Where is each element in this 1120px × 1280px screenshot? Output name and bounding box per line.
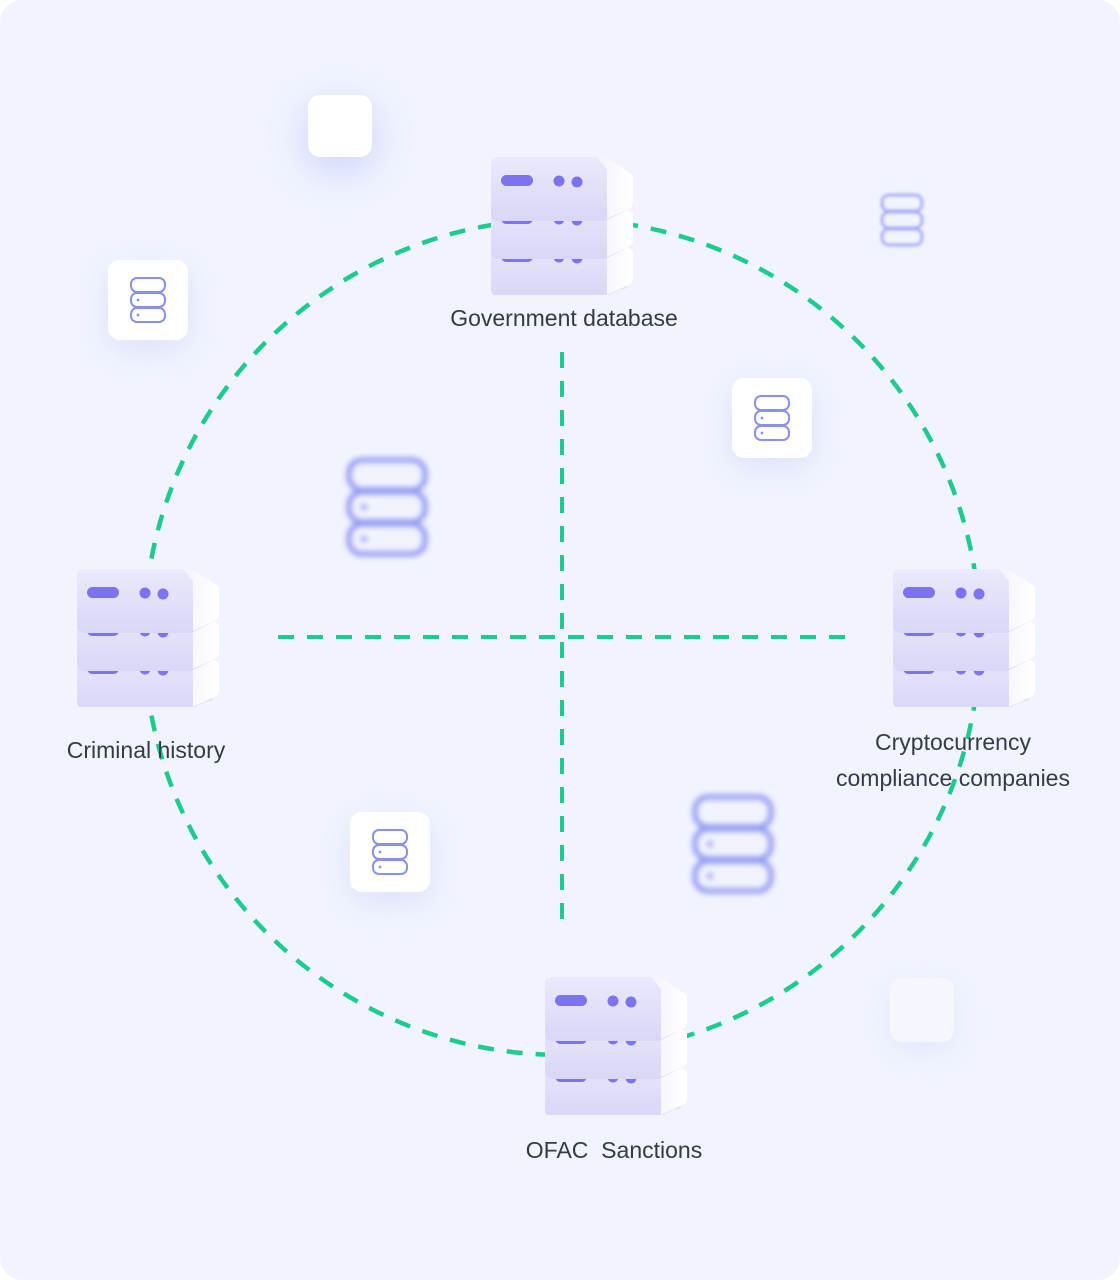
database-icon bbox=[372, 829, 408, 875]
node-label-ofac-sanctions: OFAC Sanctions bbox=[525, 1137, 703, 1163]
node-label-government-database: Government database bbox=[450, 305, 678, 331]
blank-tile-top-left bbox=[308, 95, 372, 157]
node-label-criminal-history: Criminal history bbox=[66, 737, 226, 763]
node-label-compliance-companies: compliance companies bbox=[836, 765, 1070, 791]
database-icon bbox=[346, 457, 428, 557]
database-icon bbox=[754, 395, 790, 441]
server-stack-icon bbox=[543, 975, 693, 1115]
database-icon bbox=[692, 794, 774, 894]
server-stack-icon bbox=[891, 567, 1041, 707]
outer-ring bbox=[141, 216, 983, 1058]
database-icon bbox=[880, 193, 924, 247]
database-tile-upper-right bbox=[732, 378, 812, 458]
database-tile-lower-left bbox=[350, 812, 430, 892]
node-label-cryptocurrency: Cryptocurrency bbox=[875, 729, 1031, 755]
server-stack-icon bbox=[489, 155, 639, 295]
database-tile-left bbox=[108, 260, 188, 340]
blank-tile-bottom-right bbox=[890, 978, 954, 1042]
server-stack-icon bbox=[75, 567, 225, 707]
database-icon bbox=[130, 277, 166, 323]
